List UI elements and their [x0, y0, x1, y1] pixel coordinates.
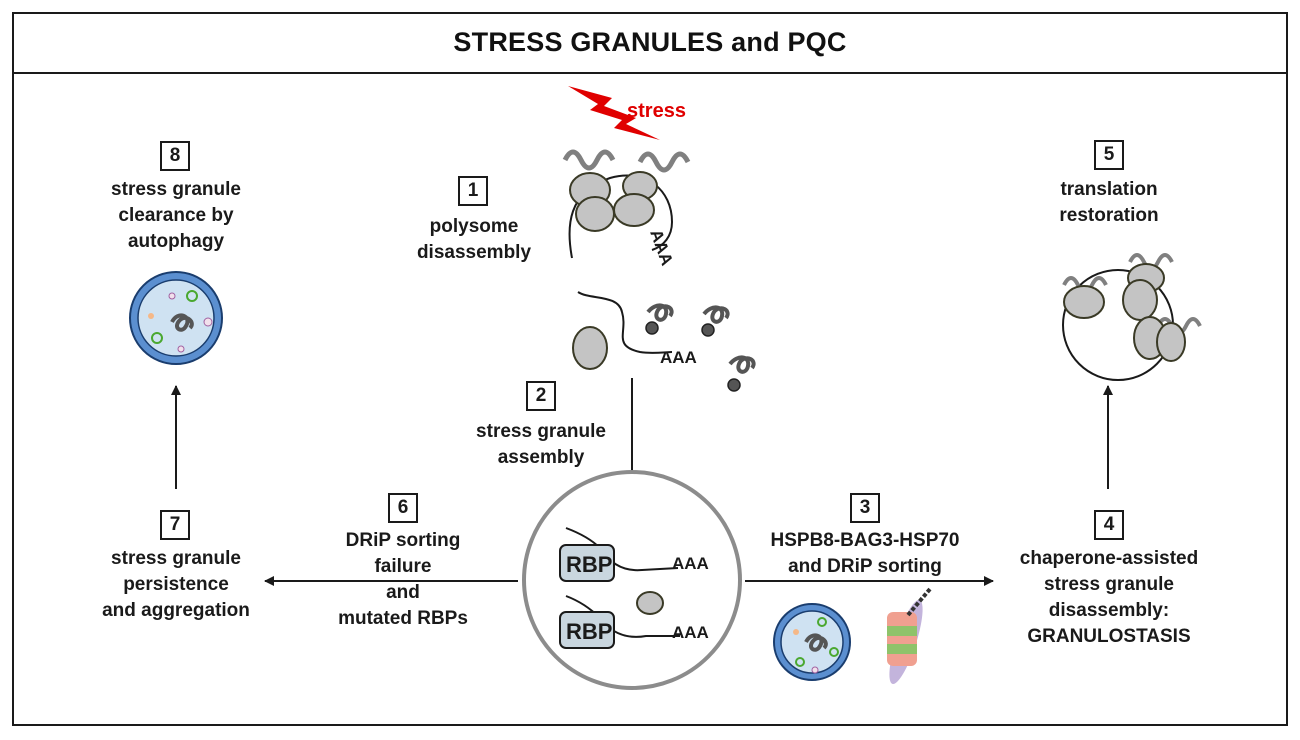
mrna-tail-label: AAA [672, 623, 709, 642]
diagram-title: STRESS GRANULES and PQC [453, 26, 847, 57]
step-4-number: 4 [1094, 510, 1124, 540]
autophagosome-icon [129, 271, 223, 365]
autophagosome-icon [773, 603, 851, 681]
rbp-label: RBP [566, 619, 612, 644]
stress-label: stress [627, 100, 686, 122]
step-5-number: 5 [1094, 140, 1124, 170]
step-6-number: 6 [388, 493, 418, 523]
ribosome-icon [636, 591, 664, 615]
step-1-number: 1 [458, 176, 488, 206]
stress-lightning-icon [568, 86, 660, 140]
ribosome-icon [572, 326, 608, 370]
disassembled-mrna-icon [577, 291, 673, 354]
title-bar: STRESS GRANULES and PQC [12, 12, 1288, 74]
polysome-icon [1062, 253, 1202, 381]
mrna-tail-label: AAA [660, 348, 697, 367]
proteasome-icon [887, 587, 932, 684]
step-8-number: 8 [160, 141, 190, 171]
step-2-number: 2 [526, 381, 556, 411]
stress-granule-icon [522, 470, 742, 690]
diagram-frame [12, 12, 1288, 726]
step-7-number: 7 [160, 510, 190, 540]
rbp-label: RBP [566, 552, 612, 577]
step-3-number: 3 [850, 493, 880, 523]
rbp-icon [559, 544, 615, 582]
mrna-tail-label: AAA [646, 227, 676, 268]
rbp-icon [559, 611, 615, 649]
mrna-tail-label: AAA [672, 554, 709, 573]
nascent-protein-icon [645, 303, 756, 392]
ribosome-icon [569, 171, 658, 232]
